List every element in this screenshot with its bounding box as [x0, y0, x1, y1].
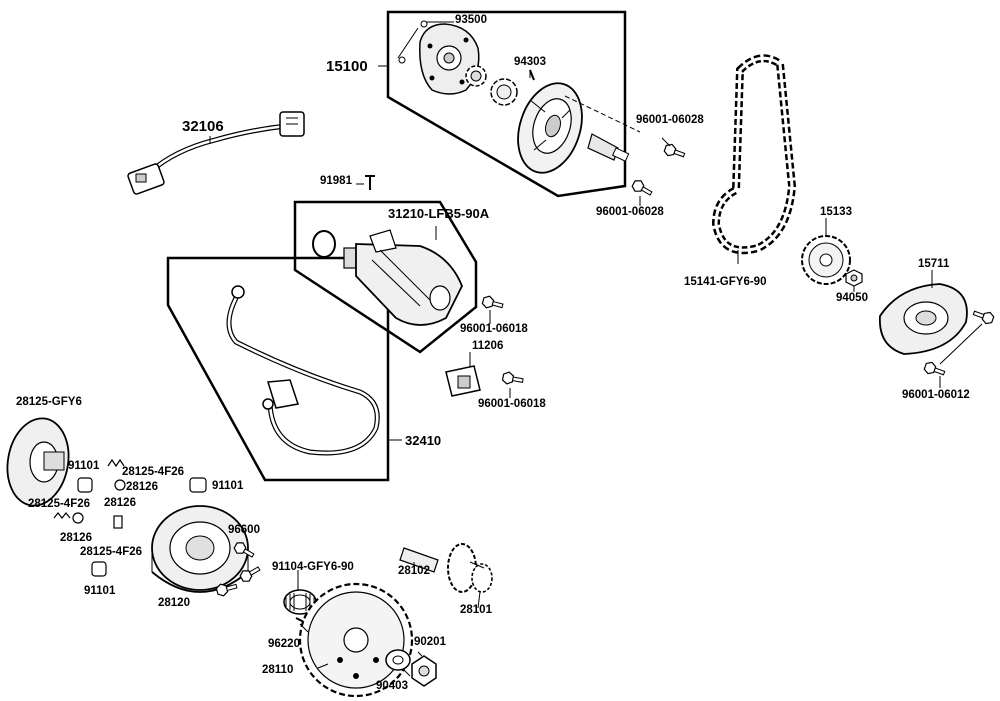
label-96001-06018-a: 96001-06018 — [460, 323, 528, 335]
label-91101-c: 91101 — [84, 585, 116, 597]
label-15711: 15711 — [918, 258, 950, 270]
label-32410: 32410 — [405, 433, 442, 448]
label-28125-4f26-b: 28125-4F26 — [28, 498, 91, 510]
label-91101-b: 91101 — [212, 480, 244, 492]
nut-90201 — [411, 655, 437, 687]
label-15141-gfy6-90: 15141-GFY6-90 — [684, 276, 767, 288]
needle-bearing-91104 — [283, 589, 317, 615]
label-28125-4f26-c: 28125-4F26 — [80, 546, 143, 558]
starter-cable-32410 — [226, 285, 380, 456]
screw-93500 — [397, 20, 438, 64]
washer-90403 — [385, 649, 411, 671]
starter-motor — [312, 229, 463, 326]
label-28125-gfy6: 28125-GFY6 — [16, 396, 82, 408]
spring-28125-4f26-b — [53, 512, 71, 519]
label-28126-c: 28126 — [60, 532, 92, 544]
label-28120: 28120 — [158, 597, 190, 609]
plunger-28126-b — [72, 512, 84, 524]
pin-94303 — [529, 69, 535, 81]
label-31210-lfb5-90a: 31210-LFB5-90A — [388, 206, 490, 221]
plunger-28126-a — [114, 479, 126, 491]
screw-91981 — [365, 175, 375, 190]
label-96600: 96600 — [228, 524, 260, 536]
label-96001-06028-a: 96001-06028 — [636, 114, 704, 126]
starter-gear-28110 — [298, 582, 414, 698]
spring-28125-4f26-a — [107, 458, 125, 468]
label-93500: 93500 — [455, 14, 487, 26]
clutch-shaft — [587, 133, 630, 162]
label-15100: 15100 — [326, 58, 368, 75]
sprocket-15133 — [801, 235, 851, 285]
label-28110: 28110 — [262, 664, 294, 676]
label-96001-06018-b: 96001-06018 — [478, 398, 546, 410]
label-32106: 32106 — [182, 118, 224, 135]
roller-ring — [490, 78, 518, 106]
wire-harness-32106 — [127, 111, 305, 195]
label-28126-b: 28126 — [104, 497, 136, 509]
label-28101: 28101 — [460, 604, 492, 616]
starter-clutch-housing — [517, 82, 583, 174]
leader-lines — [209, 21, 941, 677]
label-96001-06028-b: 96001-06028 — [596, 206, 664, 218]
idle-gear-28101 — [447, 543, 493, 593]
nut-94050 — [845, 269, 863, 287]
label-28126-a: 28126 — [126, 481, 158, 493]
cover-15711 — [879, 283, 968, 355]
label-96220: 96220 — [268, 638, 300, 650]
cam-chain — [711, 54, 797, 255]
roller-91101-b — [189, 477, 207, 493]
label-91101-a: 91101 — [68, 460, 100, 472]
label-96001-06012: 96001-06012 — [902, 389, 970, 401]
label-28125-4f26-a: 28125-4F26 — [122, 466, 185, 478]
bracket-11206 — [445, 365, 481, 397]
label-91104-gfy6-90: 91104-GFY6-90 — [272, 561, 354, 573]
label-15133: 15133 — [820, 206, 852, 218]
starter-clutch-group-frame — [386, 10, 627, 198]
star-gear — [465, 65, 487, 87]
label-91981: 91981 — [320, 175, 352, 187]
label-28102: 28102 — [398, 565, 430, 577]
plunger-28126-c — [113, 515, 123, 529]
label-94050: 94050 — [836, 292, 868, 304]
shaft-28102 — [399, 547, 439, 573]
plate-28125-gfy6 — [6, 417, 70, 507]
one-way-clutch-28120 — [151, 505, 249, 593]
label-11206: 11206 — [472, 340, 504, 352]
label-90201: 90201 — [414, 636, 446, 648]
label-90403: 90403 — [376, 680, 408, 692]
starter-motor-group-frame — [293, 200, 478, 354]
roller-91101-a — [77, 477, 93, 493]
label-94303: 94303 — [514, 56, 546, 68]
roller-91101-c — [91, 561, 107, 577]
